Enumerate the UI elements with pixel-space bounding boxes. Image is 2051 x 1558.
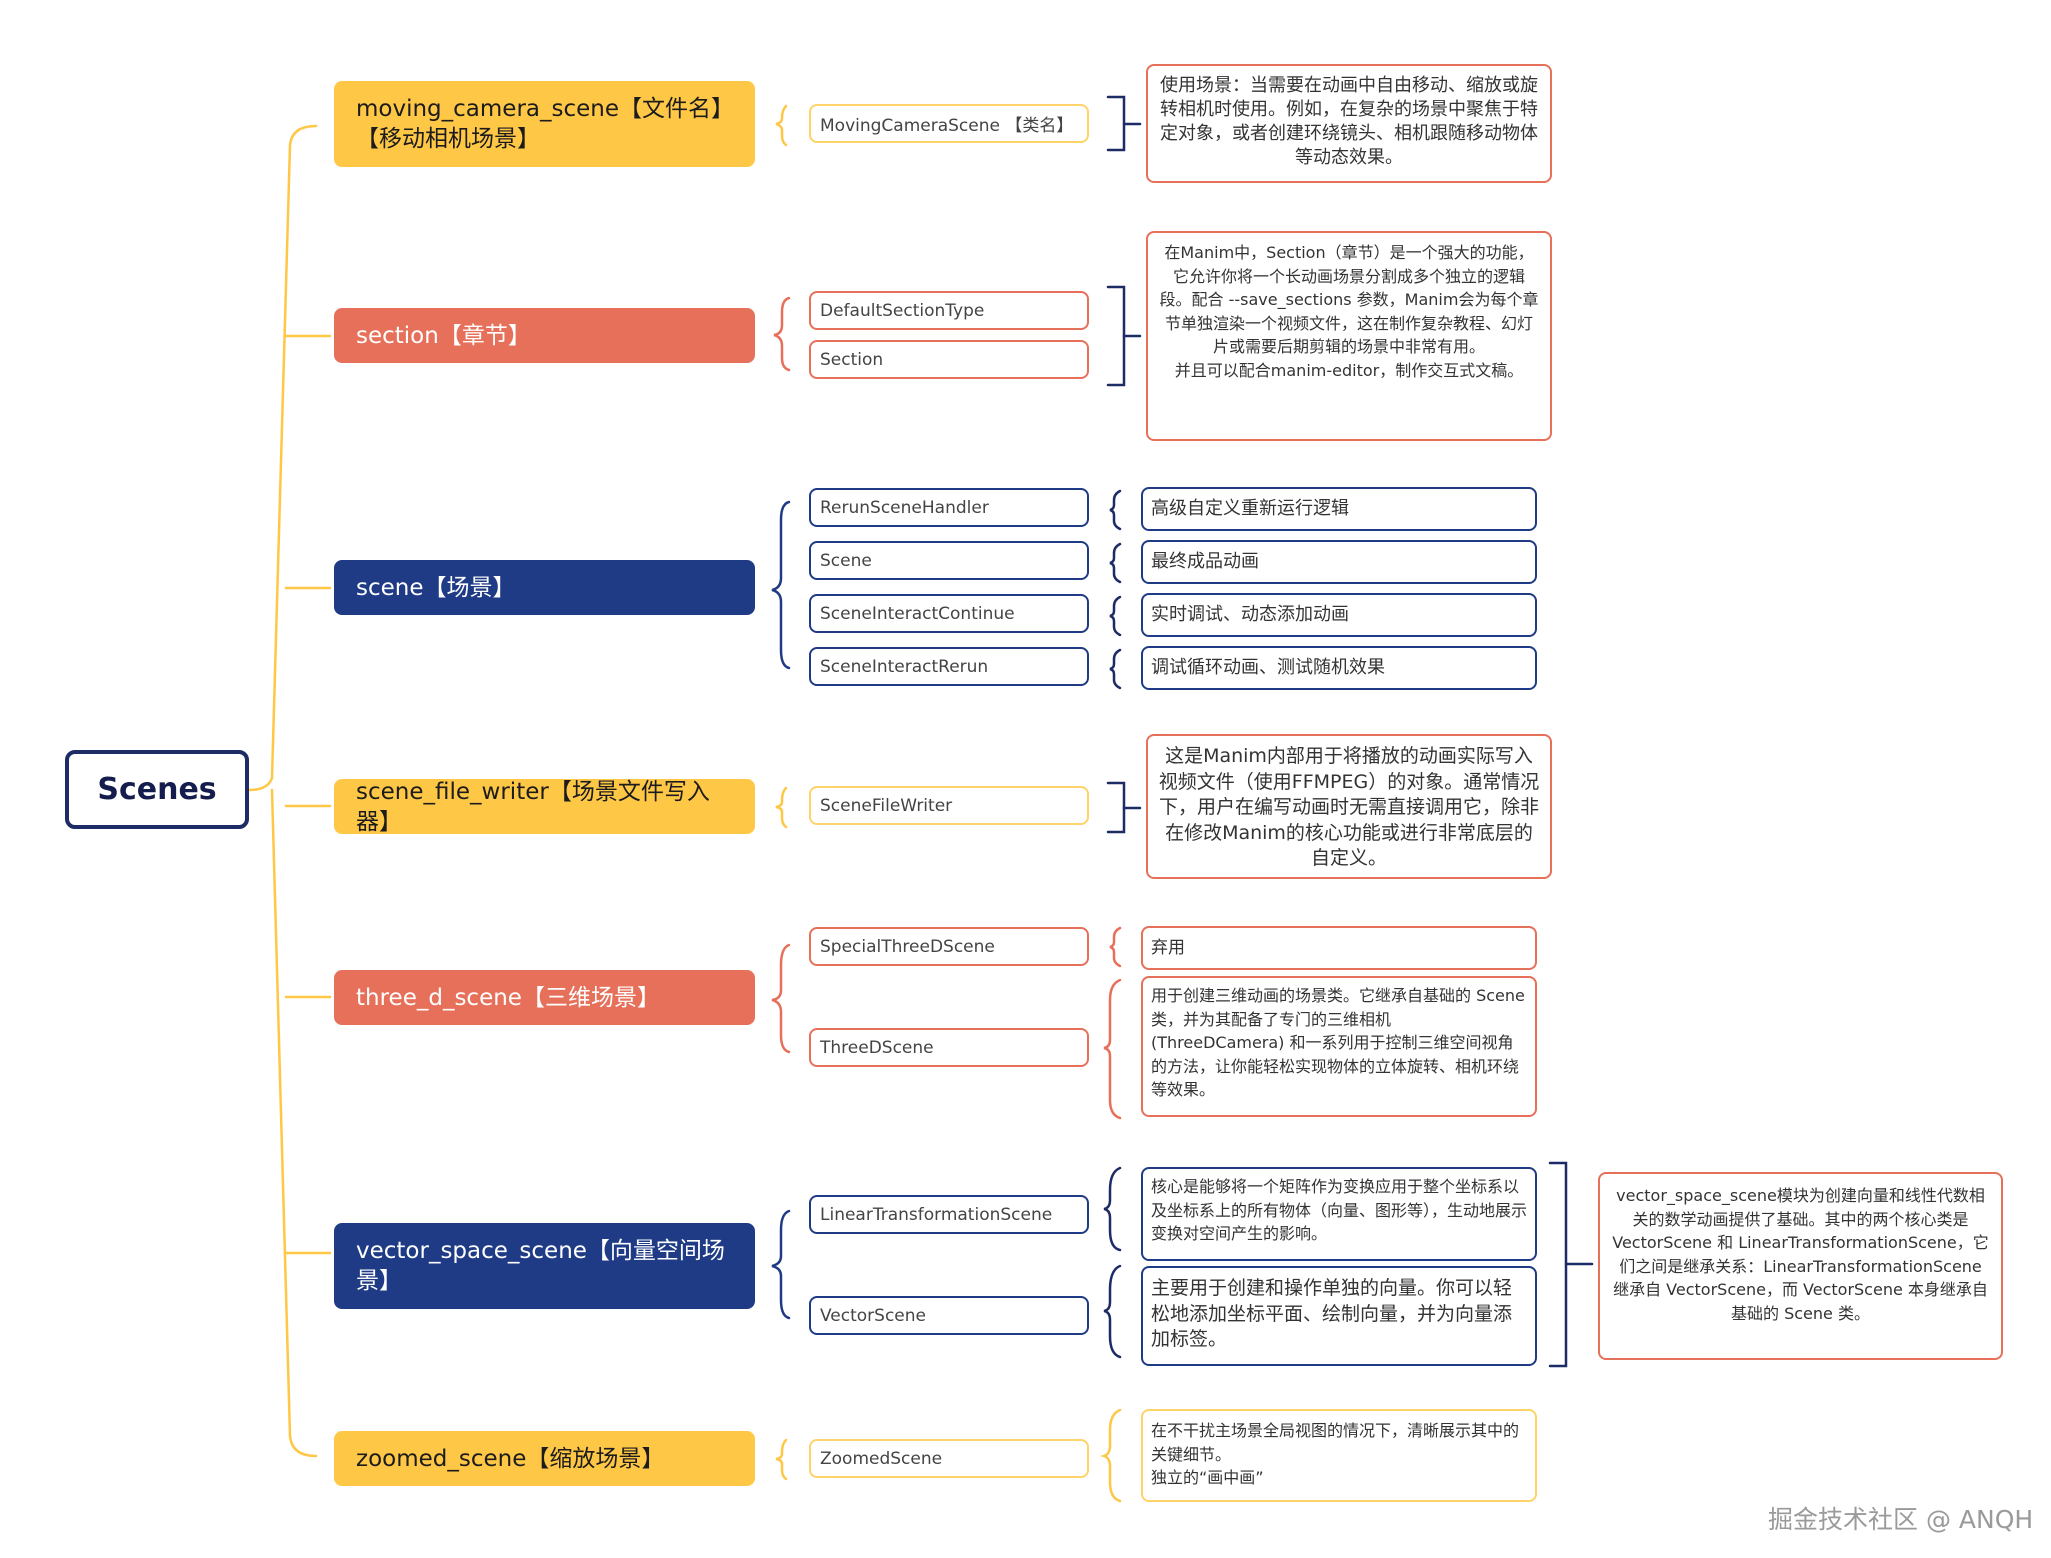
note-deprecated: 弃用 (1141, 926, 1537, 970)
class-moving-camera-scene[interactable]: MovingCameraScene 【类名】 (809, 104, 1089, 143)
class-scene[interactable]: Scene (809, 541, 1089, 580)
note-vector-space-summary: vector_space_scene模块为创建向量和线性代数相关的数学动画提供了… (1598, 1172, 2003, 1360)
note-scene-interact-continue: 实时调试、动态添加动画 (1141, 593, 1537, 637)
branch-title: zoomed_scene【缩放场景】 (356, 1445, 665, 1472)
branch-subtitle: 【移动相机场景】 (356, 126, 540, 152)
note-vector-scene: 主要用于创建和操作单独的向量。你可以轻松地添加坐标平面、绘制向量，并为向量添加标… (1141, 1266, 1537, 1366)
class-scene-interact-rerun[interactable]: SceneInteractRerun (809, 647, 1089, 686)
class-vector-scene[interactable]: VectorScene (809, 1296, 1089, 1335)
watermark: 掘金技术社区 @ ANQH (1768, 1505, 2034, 1534)
branch-scene[interactable]: scene【场景】 (334, 560, 755, 615)
note-zoomed-scene-extra: 独立的“画中画” (1151, 1468, 1264, 1487)
branch-zoomed-scene[interactable]: zoomed_scene【缩放场景】 (334, 1431, 755, 1486)
class-three-d-scene[interactable]: ThreeDScene (809, 1028, 1089, 1067)
class-rerun-scene-handler[interactable]: RerunSceneHandler (809, 488, 1089, 527)
branch-title: moving_camera_scene【文件名】 (356, 96, 735, 122)
branch-section[interactable]: section【章节】 (334, 308, 755, 363)
branch-title: vector_space_scene【向量空间场景】 (356, 1238, 725, 1294)
note-zoomed-scene-text: 在不干扰主场景全局视图的情况下，清晰展示其中的关键细节。 (1151, 1421, 1520, 1464)
branch-title: scene【场景】 (356, 574, 516, 601)
root-node[interactable]: Scenes (65, 750, 249, 829)
class-zoomed-scene[interactable]: ZoomedScene (809, 1439, 1089, 1478)
class-section[interactable]: Section (809, 340, 1089, 379)
branch-title: three_d_scene【三维场景】 (356, 984, 660, 1011)
note-linear-transformation-scene: 核心是能够将一个矩阵作为变换应用于整个坐标系以及坐标系上的所有物体（向量、图形等… (1141, 1167, 1537, 1261)
note-section-extra: 并且可以配合manim-editor，制作交互式文稿。 (1174, 360, 1524, 380)
note-scene: 最终成品动画 (1141, 540, 1537, 584)
note-scene-interact-rerun: 调试循环动画、测试随机效果 (1141, 646, 1537, 690)
note-rerun-scene-handler: 高级自定义重新运行逻辑 (1141, 487, 1537, 531)
class-default-section-type[interactable]: DefaultSectionType (809, 291, 1089, 330)
note-section: 在Manim中，Section（章节）是一个强大的功能，它允许你将一个长动画场景… (1146, 231, 1552, 441)
branch-title: section【章节】 (356, 322, 531, 349)
class-scene-interact-continue[interactable]: SceneInteractContinue (809, 594, 1089, 633)
class-special-three-d-scene[interactable]: SpecialThreeDScene (809, 927, 1089, 966)
note-zoomed-scene: 在不干扰主场景全局视图的情况下，清晰展示其中的关键细节。 独立的“画中画” (1141, 1409, 1537, 1502)
branch-title: scene_file_writer【场景文件写入器】 (356, 778, 710, 835)
note-section-text: 在Manim中，Section（章节）是一个强大的功能，它允许你将一个长动画场景… (1159, 243, 1539, 356)
branch-moving-camera-scene[interactable]: moving_camera_scene【文件名】 【移动相机场景】 (334, 81, 755, 167)
class-linear-transformation-scene[interactable]: LinearTransformationScene (809, 1195, 1089, 1234)
note-scene-file-writer: 这是Manim内部用于将播放的动画实际写入视频文件（使用FFMPEG）的对象。通… (1146, 734, 1552, 879)
branch-three-d-scene[interactable]: three_d_scene【三维场景】 (334, 970, 755, 1025)
branch-vector-space-scene[interactable]: vector_space_scene【向量空间场景】 (334, 1223, 755, 1309)
branch-scene-file-writer[interactable]: scene_file_writer【场景文件写入器】 (334, 778, 755, 835)
note-moving-camera-usage: 使用场景：当需要在动画中自由移动、缩放或旋转相机时使用。例如，在复杂的场景中聚焦… (1146, 64, 1552, 183)
class-scene-file-writer[interactable]: SceneFileWriter (809, 786, 1089, 825)
note-three-d-scene: 用于创建三维动画的场景类。它继承自基础的 Scene 类，并为其配备了专门的三维… (1141, 976, 1537, 1117)
